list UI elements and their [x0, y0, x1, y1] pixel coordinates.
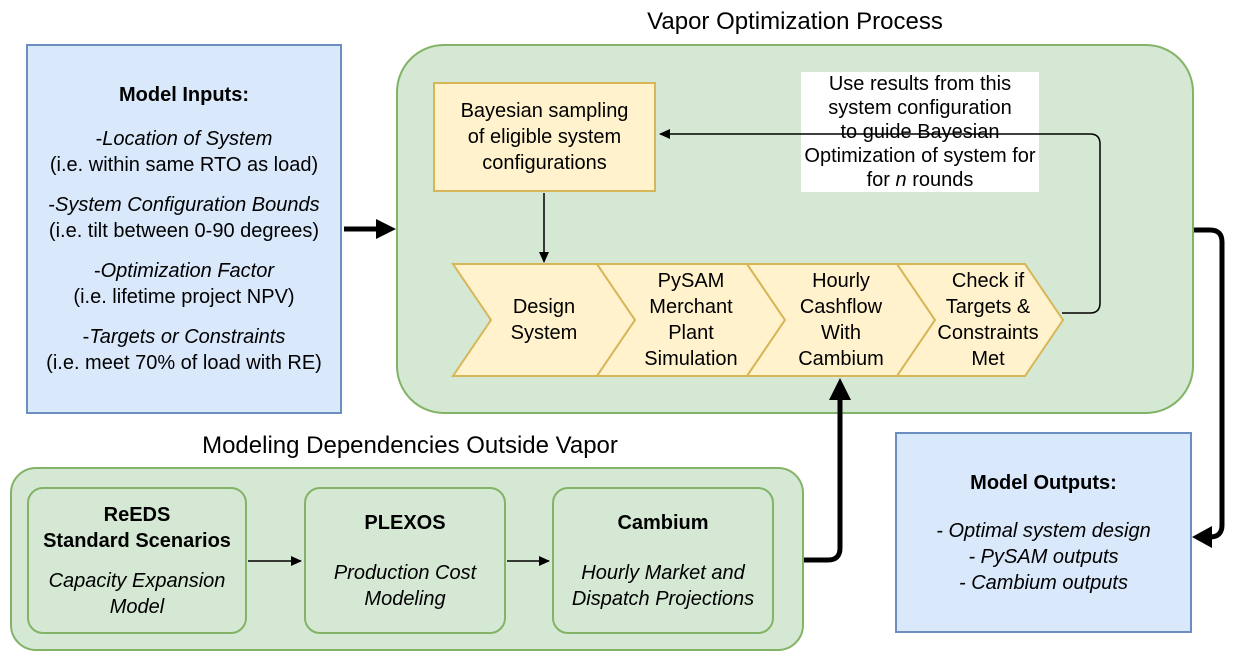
input-prefix: -: [95, 128, 103, 150]
input-example: (i.e. within same RTO as load): [49, 154, 319, 176]
output-item: - Optimal system design: [936, 519, 1151, 542]
bayesian-line: Bayesian sampling: [460, 100, 629, 122]
step-label-design: Design System: [488, 266, 600, 374]
input-example: (i.e. meet 70% of load with RE): [46, 352, 322, 374]
step-line: Simulation: [644, 348, 738, 370]
step-line: PySAM: [657, 270, 725, 292]
model-outputs-box: Model Outputs: - Optimal system design -…: [895, 432, 1192, 633]
output-item: - PySAM outputs: [968, 545, 1119, 568]
input-example: (i.e. lifetime project NPV): [73, 286, 295, 308]
arrow-process-to-outputs: [1194, 227, 1225, 540]
step-line: Targets &: [945, 296, 1031, 318]
step-line: Design: [512, 296, 576, 318]
process-title: Vapor Optimization Process: [647, 8, 943, 35]
input-item-bounds: -System Configuration Bounds (i.e. tilt …: [48, 192, 319, 244]
input-prefix: -: [93, 260, 101, 282]
input-item-targets: -Targets or Constraints (i.e. meet 70% o…: [46, 324, 322, 376]
feedback-line-post: rounds: [906, 169, 974, 191]
feedback-line: to guide Bayesian: [840, 121, 1000, 143]
model-inputs-heading: Model Inputs:: [119, 84, 249, 106]
dependency-desc: Model: [109, 595, 165, 618]
dependency-desc: Dispatch Projections: [571, 587, 755, 610]
dependency-reeds: ReEDS Standard Scenarios Capacity Expans…: [27, 487, 247, 634]
step-line: Cashflow: [799, 296, 883, 318]
input-name: Location of System: [102, 128, 273, 150]
step-label-pysam: PySAM Merchant Plant Simulation: [630, 266, 752, 374]
dependency-plexos: PLEXOS Production Cost Modeling: [304, 487, 506, 634]
arrow-feedback-loop: [659, 129, 1101, 314]
feedback-line-pre: for: [866, 169, 896, 191]
input-prefix: -: [82, 326, 90, 348]
dependency-desc: Modeling: [364, 587, 446, 610]
arrowhead-outputs: [1192, 526, 1212, 548]
step-line: System: [510, 322, 578, 344]
input-prefix: -: [48, 194, 56, 216]
dependency-title: Standard Scenarios: [43, 529, 231, 552]
dependency-desc: Production Cost: [333, 561, 477, 584]
step-line: Met: [971, 348, 1005, 370]
input-name: Optimization Factor: [100, 260, 275, 282]
bayesian-sampling-box: Bayesian sampling of eligible system con…: [433, 82, 656, 192]
model-inputs-box: Model Inputs: -Location of System (i.e. …: [26, 44, 342, 414]
feedback-line: Optimization of system for: [804, 145, 1036, 167]
arrowhead-inputs: [376, 219, 396, 239]
step-line: Hourly: [812, 270, 870, 292]
step-line: Cambium: [798, 348, 884, 370]
dependency-title: ReEDS: [103, 503, 171, 526]
feedback-line: for n rounds: [867, 168, 974, 192]
dependency-title: Cambium: [617, 511, 709, 534]
input-name: Targets or Constraints: [89, 326, 286, 348]
dependency-title: PLEXOS: [364, 511, 446, 534]
feedback-variable: n: [895, 169, 907, 191]
input-example: (i.e. tilt between 0-90 degrees): [48, 220, 320, 242]
input-name: System Configuration Bounds: [55, 194, 320, 216]
bayesian-line: of eligible system: [467, 126, 622, 148]
input-item-optimization-factor: -Optimization Factor (i.e. lifetime proj…: [73, 258, 294, 310]
step-line: Plant: [668, 322, 714, 344]
input-item-location: -Location of System (i.e. within same RT…: [50, 126, 318, 178]
dependencies-title: Modeling Dependencies Outside Vapor: [202, 432, 618, 459]
arrowhead-cashflow: [829, 378, 851, 400]
step-line: With: [820, 322, 861, 344]
arrow-dependencies-to-cashflow: [804, 398, 843, 563]
feedback-line: Use results from this: [828, 73, 1012, 95]
step-line: Constraints: [937, 322, 1039, 344]
step-label-cashflow: Hourly Cashflow With Cambium: [780, 266, 902, 374]
output-item: - Cambium outputs: [959, 571, 1128, 594]
feedback-note: Use results from this system configurati…: [801, 72, 1039, 192]
feedback-line: system configuration: [828, 97, 1012, 119]
dependency-cambium: Cambium Hourly Market and Dispatch Proje…: [552, 487, 774, 634]
bayesian-line: configurations: [482, 152, 607, 174]
dependency-desc: Hourly Market and: [581, 561, 745, 584]
step-chevron-check: [895, 263, 1065, 377]
step-line: Check if: [951, 270, 1025, 292]
step-label-check: Check if Targets & Constraints Met: [920, 266, 1056, 374]
model-outputs-heading: Model Outputs:: [970, 471, 1117, 494]
step-line: Merchant: [649, 296, 733, 318]
dependency-desc: Capacity Expansion: [48, 569, 226, 592]
